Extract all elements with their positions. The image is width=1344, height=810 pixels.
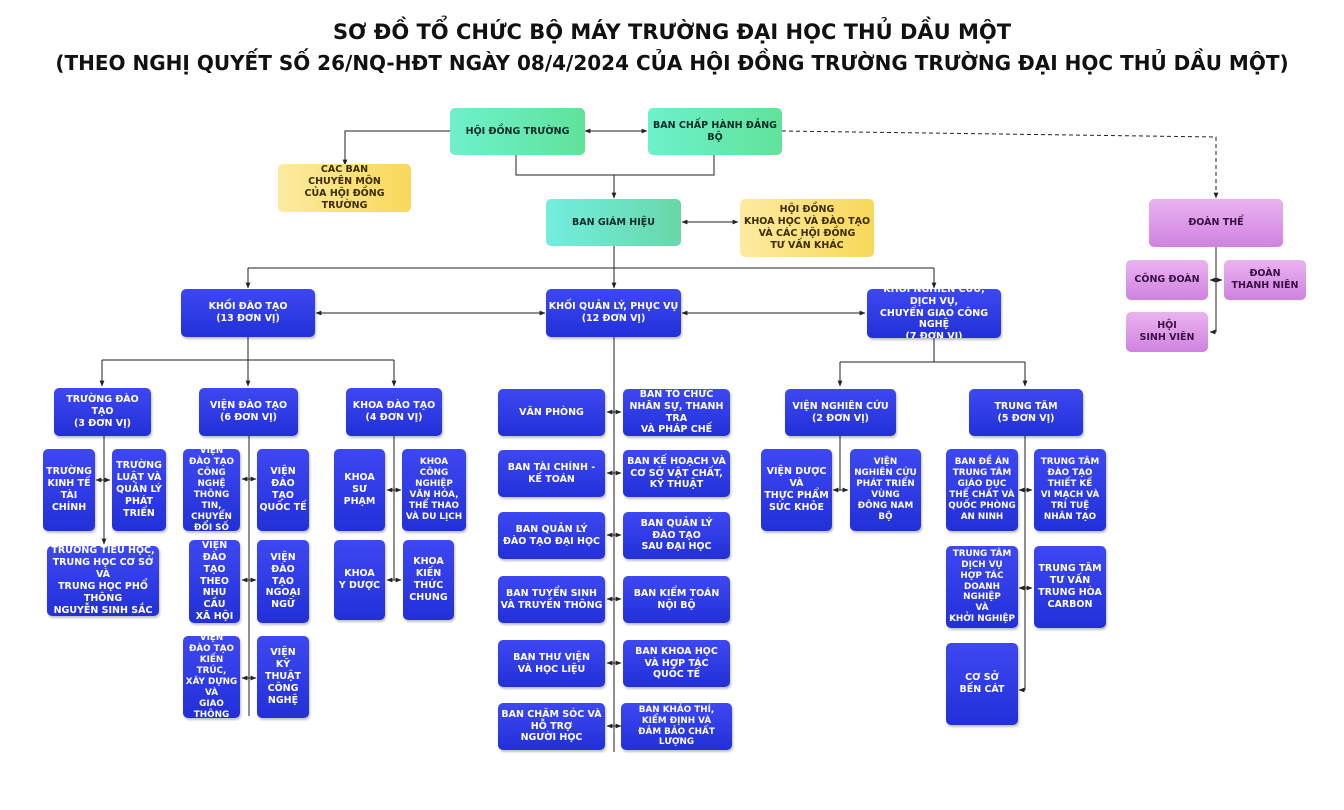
ban-tai-chinh-box[interactable]: BAN TÀI CHÍNH - KẾ TOÁN: [498, 450, 605, 497]
trung-tam-dich-vu-box[interactable]: TRUNG TÂM DỊCH VỤ HỢP TÁC DOANH NGHIỆP V…: [946, 546, 1018, 628]
truong-luat-box[interactable]: TRƯỜNG LUẬT VÀ QUẢN LÝ PHÁT TRIỂN: [112, 449, 166, 531]
truong-tieu-hoc-box[interactable]: TRƯỜNG TIỂU HỌC, TRUNG HỌC CƠ SỞ VÀ TRUN…: [47, 546, 159, 616]
ban-khao-thi-box[interactable]: BAN KHẢO THÍ, KIỂM ĐỊNH VÀ ĐẢM BẢO CHẤT …: [621, 703, 732, 750]
trung-tam-carbon-box[interactable]: TRUNG TÂM TƯ VẤN TRUNG HÒA CARBON: [1034, 546, 1106, 628]
ban-khoa-hoc-box[interactable]: BAN KHOA HỌC VÀ HỢP TÁC QUỐC TẾ: [623, 640, 730, 687]
ban-to-chuc-box[interactable]: BAN TỔ CHỨC NHÂN SỰ, THANH TRA VÀ PHÁP C…: [623, 389, 730, 436]
khoi-dao-tao-box[interactable]: KHỐI ĐÀO TẠO (13 ĐƠN VỊ): [181, 289, 315, 337]
vien-dong-nam-bo-box[interactable]: VIỆN NGHIÊN CỨU PHÁT TRIỂN VÙNG ĐÔNG NAM…: [850, 449, 921, 531]
ban-chap-hanh-dang-bo-box[interactable]: BAN CHẤP HÀNH ĐẢNG BỘ: [648, 108, 782, 155]
ban-tuyen-sinh-box[interactable]: BAN TUYỂN SINH VÀ TRUYỀN THÔNG: [498, 576, 605, 623]
cong-doan-box[interactable]: CÔNG ĐOÀN: [1126, 260, 1208, 300]
ban-ql-dao-tao-dai-hoc-box[interactable]: BAN QUẢN LÝ ĐÀO TẠO ĐẠI HỌC: [498, 512, 605, 559]
hoi-dong-khoa-hoc-box[interactable]: HỘI ĐỒNG KHOA HỌC VÀ ĐÀO TẠO VÀ CÁC HỘI …: [740, 199, 874, 257]
vien-ky-thuat-box[interactable]: VIỆN KỸ THUẬT CÔNG NGHỆ: [257, 636, 309, 718]
page-title: SƠ ĐỒ TỔ CHỨC BỘ MÁY TRƯỜNG ĐẠI HỌC THỦ …: [332, 20, 1012, 44]
vien-nhu-cau-box[interactable]: VIỆN ĐÀO TẠO THEO NHU CẦU XÃ HỘI: [189, 540, 240, 623]
ban-ql-sau-dai-hoc-box[interactable]: BAN QUẢN LÝ ĐÀO TẠO SAU ĐẠI HỌC: [623, 512, 730, 559]
cac-ban-chuyen-mon-box[interactable]: CÁC BAN CHUYÊN MÔN CỦA HỘI ĐỒNG TRƯỜNG: [278, 164, 411, 212]
ban-kiem-toan-box[interactable]: BAN KIỂM TOÁN NỘI BỘ: [623, 576, 730, 623]
truong-dao-tao-box[interactable]: TRƯỜNG ĐÀO TẠO (3 ĐƠN VỊ): [54, 388, 151, 436]
doan-the-box[interactable]: ĐOÀN THỂ: [1149, 199, 1283, 247]
hoi-dong-truong-box[interactable]: HỘI ĐỒNG TRƯỜNG: [450, 108, 585, 155]
vien-dao-tao-box[interactable]: VIỆN ĐÀO TẠO (6 ĐƠN VỊ): [199, 388, 298, 436]
ban-de-an-box[interactable]: BAN ĐỀ ÁN TRUNG TÂM GIÁO DỤC THỂ CHẤT VÀ…: [946, 449, 1018, 531]
hoi-sinh-vien-box[interactable]: HỘI SINH VIÊN: [1126, 312, 1208, 352]
co-so-ben-cat-box[interactable]: CƠ SỞ BẾN CÁT: [946, 643, 1018, 725]
van-phong-box[interactable]: VĂN PHÒNG: [498, 389, 605, 436]
khoa-kien-thuc-chung-box[interactable]: KHOA KIẾN THỨC CHUNG: [403, 540, 454, 620]
page-subtitle: (THEO NGHỊ QUYẾT SỐ 26/NQ-HĐT NGÀY 08/4/…: [55, 51, 1289, 75]
ban-ke-hoach-box[interactable]: BAN KẾ HOẠCH VÀ CƠ SỞ VẬT CHẤT, KỸ THUẬT: [623, 450, 730, 497]
trung-tam-vi-mach-box[interactable]: TRUNG TÂM ĐÀO TẠO THIẾT KẾ VI MẠCH VÀ TR…: [1034, 449, 1106, 531]
khoa-dao-tao-box[interactable]: KHOA ĐÀO TẠO (4 ĐƠN VỊ): [346, 388, 442, 436]
trung-tam-group-box[interactable]: TRUNG TÂM (5 ĐƠN VỊ): [969, 389, 1083, 436]
ban-giam-hieu-box[interactable]: BAN GIÁM HIỆU: [546, 199, 681, 246]
khoa-cong-nghiep-van-hoa-box[interactable]: KHOA CÔNG NGHIỆP VĂN HÓA, THỂ THAO VÀ DU…: [402, 449, 466, 531]
vien-kien-truc-box[interactable]: VIỆN ĐÀO TẠO KIẾN TRÚC, XÂY DỰNG VÀ GIAO…: [183, 636, 240, 718]
vien-cntt-box[interactable]: VIỆN ĐÀO TẠO CÔNG NGHỆ THÔNG TIN, CHUYỂN…: [183, 449, 240, 531]
vien-duoc-box[interactable]: VIỆN DƯỢC VÀ THỰC PHẨM SỨC KHỎE: [761, 449, 832, 531]
ban-cham-soc-box[interactable]: BAN CHĂM SÓC VÀ HỖ TRỢ NGƯỜI HỌC: [498, 703, 605, 750]
khoi-nghien-cuu-box[interactable]: KHỐI NGHIÊN CỨU, DỊCH VỤ, CHUYỂN GIAO CÔ…: [867, 289, 1001, 338]
khoa-y-duoc-box[interactable]: KHOA Y DƯỢC: [334, 540, 385, 620]
vien-nghien-cuu-group-box[interactable]: VIỆN NGHIÊN CỨU (2 ĐƠN VỊ): [785, 389, 896, 436]
vien-quoc-te-box[interactable]: VIỆN ĐÀO TẠO QUỐC TẾ: [257, 449, 309, 531]
ban-thu-vien-box[interactable]: BAN THƯ VIỆN VÀ HỌC LIỆU: [498, 640, 605, 687]
doan-thanh-nien-box[interactable]: ĐOÀN THANH NIÊN: [1224, 260, 1306, 300]
khoa-su-pham-box[interactable]: KHOA SƯ PHẠM: [334, 449, 385, 531]
khoi-quan-ly-box[interactable]: KHỐI QUẢN LÝ, PHỤC VỤ (12 ĐƠN VỊ): [546, 289, 681, 337]
truong-kinh-te-box[interactable]: TRƯỜNG KINH TẾ TÀI CHÍNH: [43, 449, 95, 531]
vien-ngoai-ngu-box[interactable]: VIỆN ĐÀO TẠO NGOẠI NGỮ: [257, 540, 309, 623]
